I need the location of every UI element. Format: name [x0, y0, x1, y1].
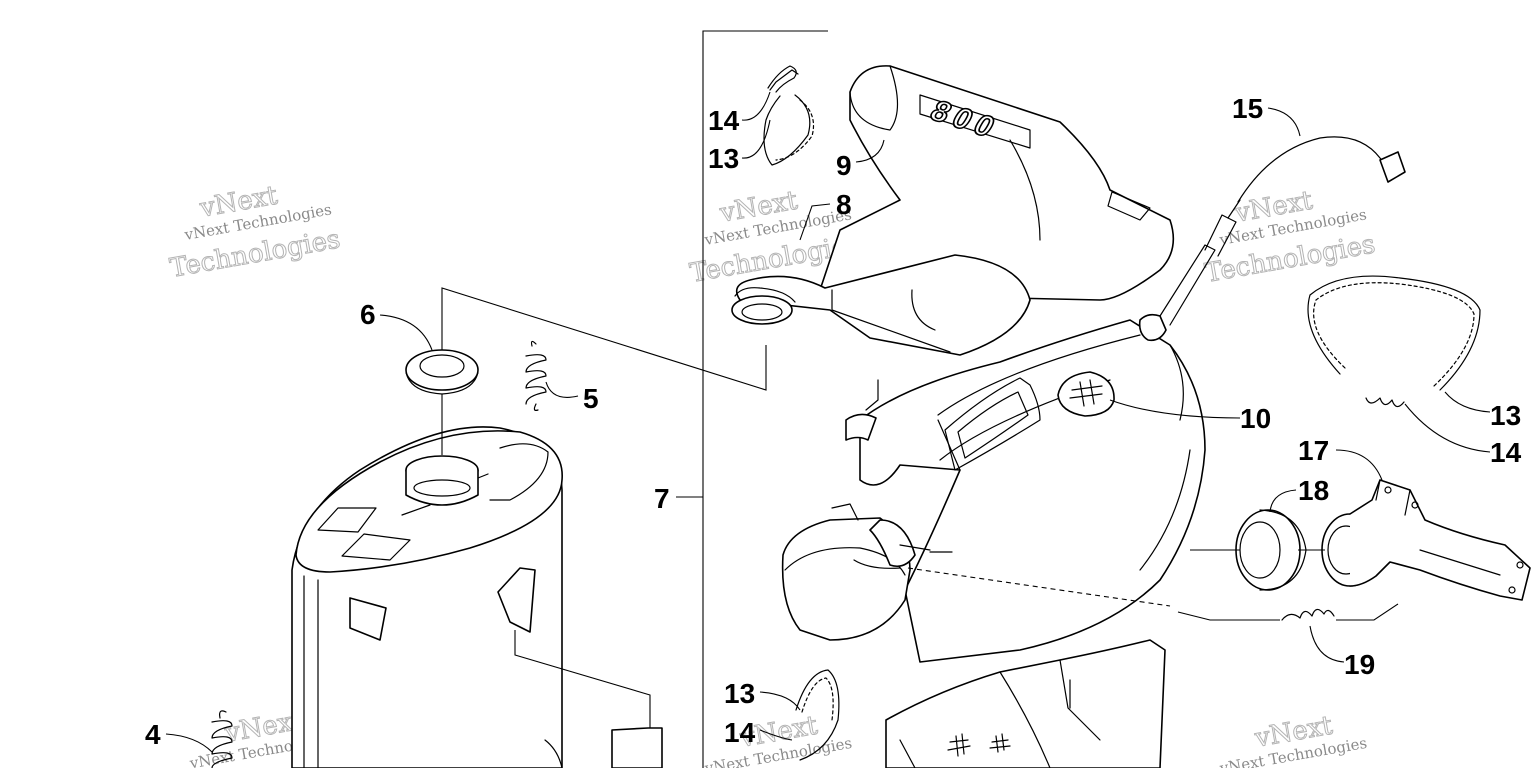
- spring-part-14-right: [1365, 397, 1405, 408]
- leader-14a: [741, 91, 771, 121]
- leader-13c: [759, 691, 801, 711]
- leader-6: [379, 314, 433, 351]
- leader-14b: [1404, 403, 1491, 453]
- callout-18: 18: [1298, 475, 1329, 506]
- callout-13-bottom: 13: [724, 678, 755, 709]
- callout-17: 17: [1298, 435, 1329, 466]
- clamp-part-13-top: [763, 94, 815, 166]
- leader-15: [1267, 107, 1301, 137]
- leader-13b: [1444, 391, 1491, 413]
- callout-4: 4: [145, 719, 161, 750]
- watermark-left: vNext vNext Technologies Technologies: [167, 180, 343, 284]
- leader-14c: [759, 729, 793, 741]
- spring-part-14-top: [767, 65, 799, 93]
- callout-7: 7: [654, 483, 670, 514]
- dashed-centerline: [907, 567, 1171, 607]
- muffler-part: [291, 426, 663, 768]
- callout-14-top: 14: [708, 105, 740, 136]
- leader-6-rail: [441, 287, 767, 391]
- leader-17: [1335, 449, 1383, 481]
- leader-spring-19-rail: [1177, 603, 1399, 621]
- leader-10: [1109, 399, 1241, 419]
- callout-6: 6: [360, 299, 376, 330]
- callout-15: 15: [1232, 93, 1263, 124]
- callout-13-top: 13: [708, 143, 739, 174]
- leader-18: [1269, 489, 1297, 513]
- watermark-right: vNext vNext Technologies Technologies: [1202, 185, 1378, 289]
- watermark-bottom-right: vNext vNext Technologies: [1217, 710, 1368, 768]
- leader-9: [855, 139, 885, 163]
- clamp-part-13-bottom: [795, 669, 840, 761]
- clamp-part-13-right: [1307, 275, 1481, 391]
- leader-4: [165, 733, 213, 753]
- callout-10: 10: [1240, 403, 1271, 434]
- callout-14-bottom: 14: [724, 717, 756, 748]
- callout-14-right: 14: [1490, 437, 1522, 468]
- callout-8: 8: [836, 189, 852, 220]
- sensor-probe-part-15: [1138, 136, 1406, 342]
- callout-5: 5: [583, 383, 599, 414]
- spring-part-19: [1281, 608, 1335, 621]
- spring-part-4: [211, 710, 233, 768]
- leader-13a: [741, 119, 771, 159]
- spring-part-5: [525, 340, 547, 411]
- callout-13-right: 13: [1490, 400, 1521, 431]
- leader-5: [545, 381, 579, 398]
- expansion-pipe-part: 800: [731, 65, 1206, 768]
- callout-19: 19: [1344, 649, 1375, 680]
- group-bracket-7: [702, 30, 828, 768]
- leader-8: [799, 203, 831, 241]
- gasket-part-18: [1235, 509, 1307, 591]
- callout-9: 9: [836, 150, 852, 181]
- leader-19: [1309, 625, 1345, 663]
- grommet-part-6: [405, 349, 479, 395]
- manifold-part-17: [1321, 479, 1531, 601]
